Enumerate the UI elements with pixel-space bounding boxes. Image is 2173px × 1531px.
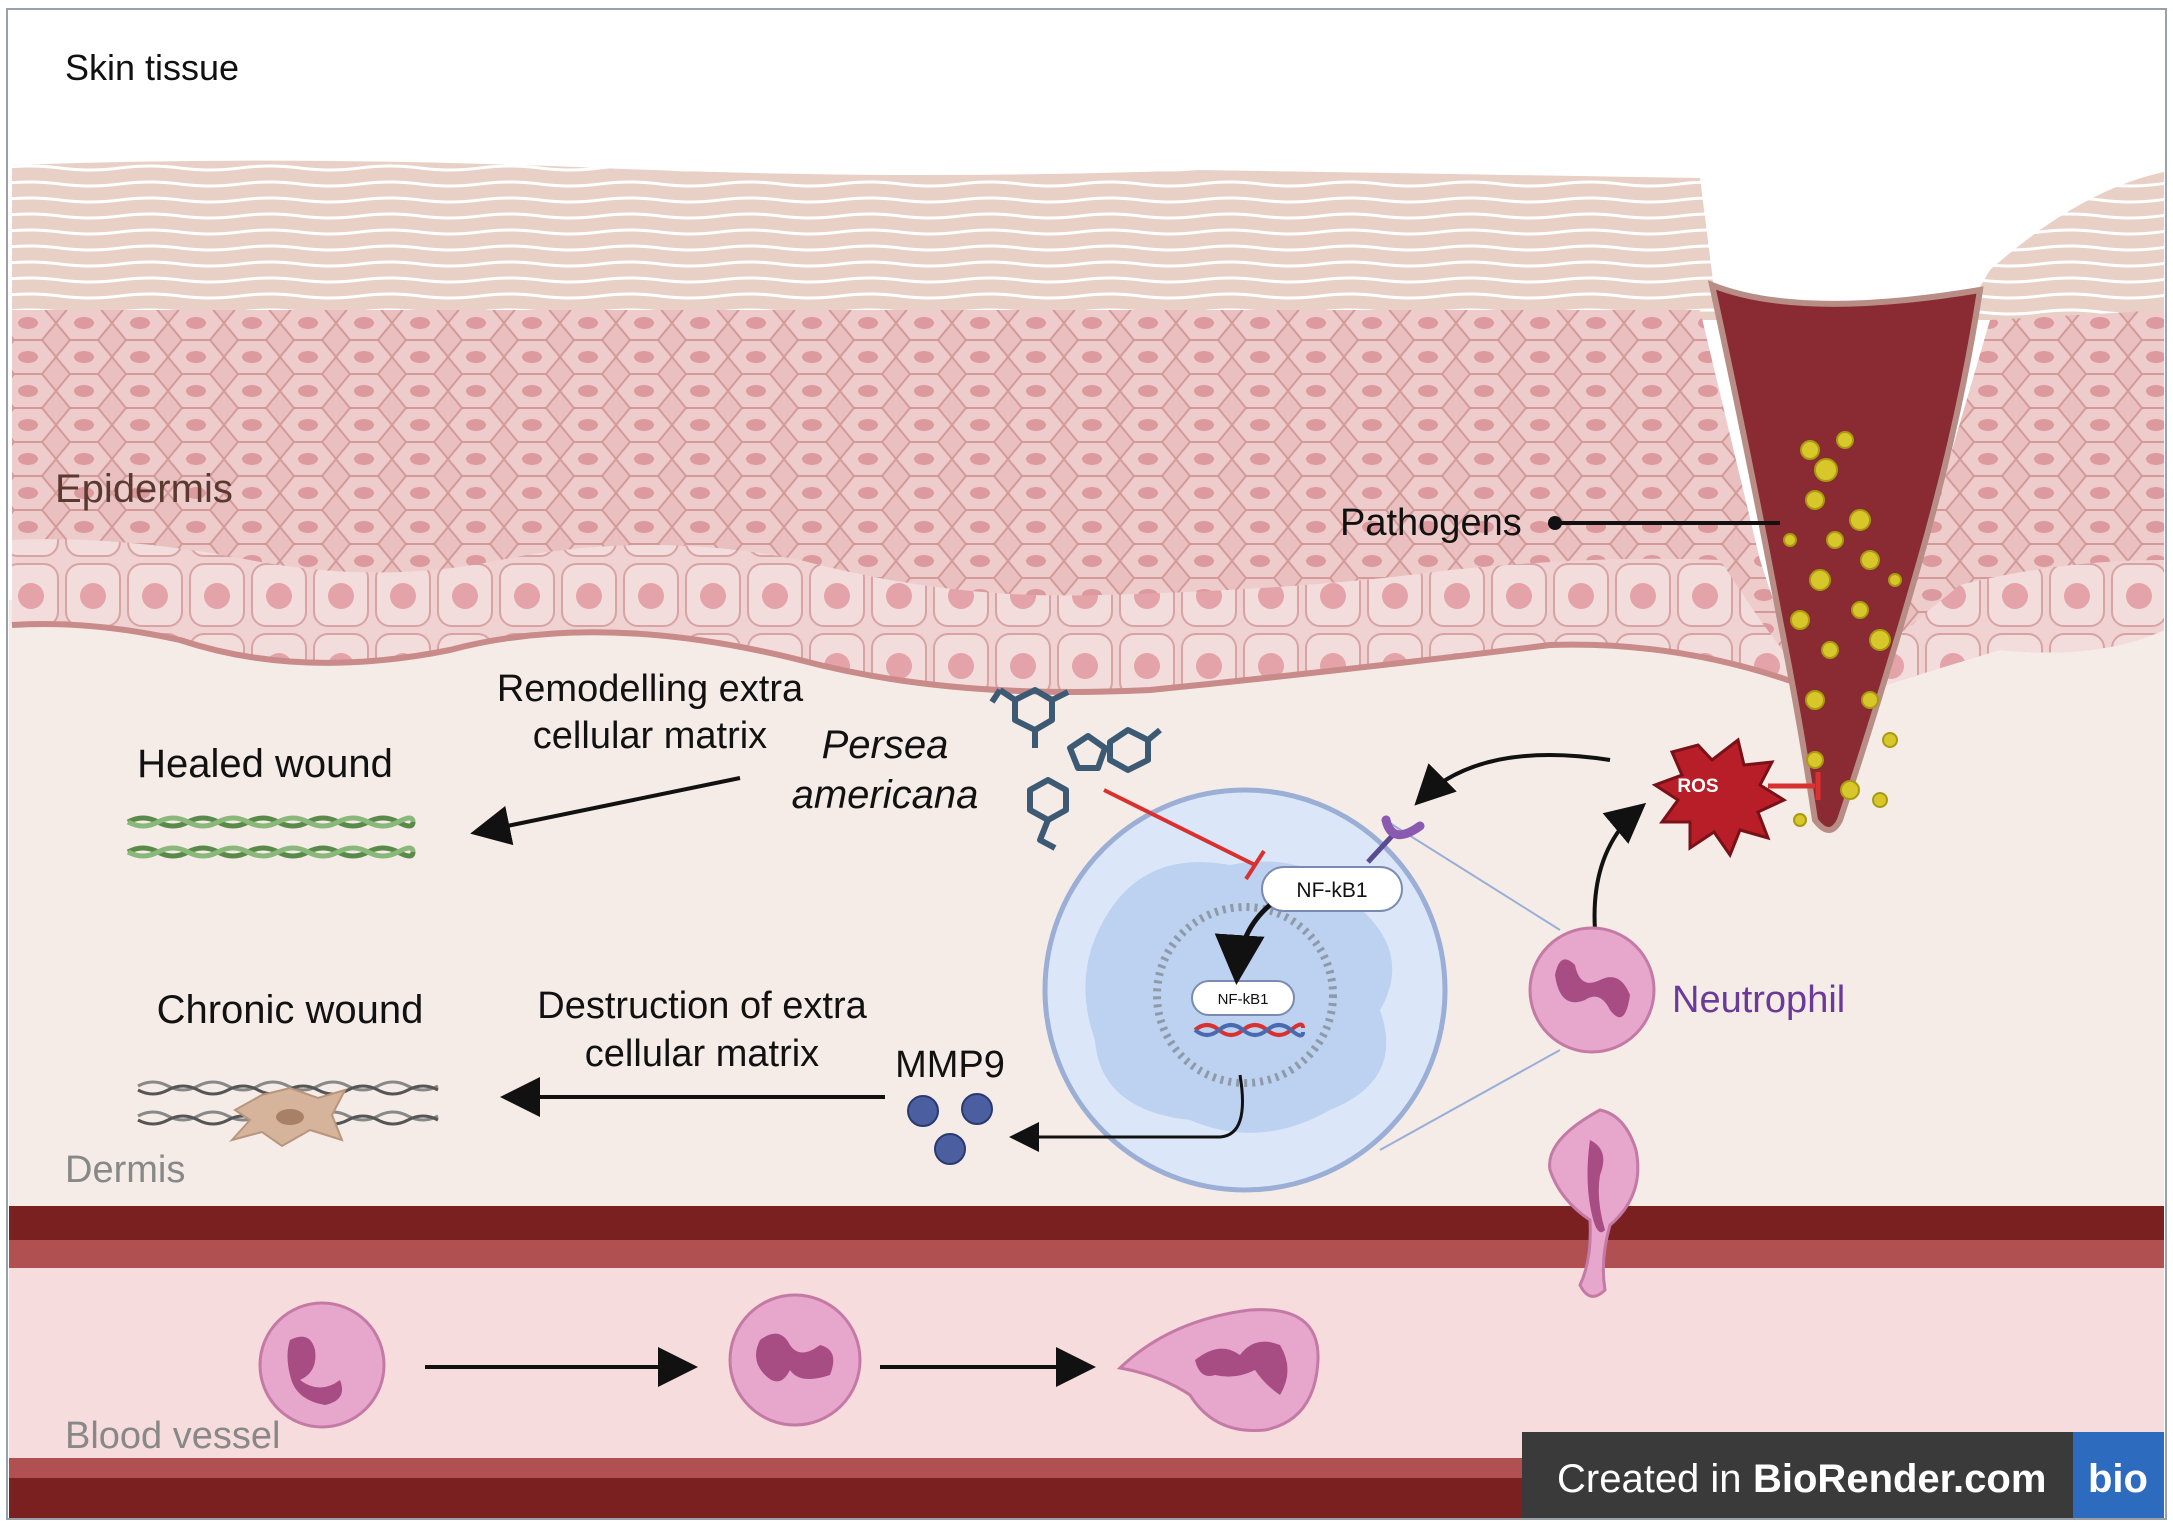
- wound-cleft: [1707, 280, 1984, 833]
- zoom-line-top: [1384, 819, 1561, 931]
- transmigrating-nucleus: [1587, 1140, 1605, 1233]
- ros-label: ROS: [1677, 776, 1718, 797]
- arrow-to-healed-wound: [470, 776, 741, 846]
- healed-collagen-fibers: [126, 815, 416, 859]
- blood-vessel-label: Blood vessel: [65, 1415, 280, 1457]
- receptor-icon: [1381, 815, 1425, 840]
- persea-label-line1: Persea: [822, 723, 949, 767]
- remodelling-label-line1: Remodelling extra: [497, 668, 804, 710]
- pathogens-label: Pathogens: [1340, 502, 1522, 544]
- neutrophil-cell: [1528, 926, 1656, 1054]
- arrow-nfkb1-translocation: [1214, 903, 1272, 985]
- vessel-wall-top-inner: [9, 1240, 2164, 1268]
- vessel-neutrophil-2: [728, 1293, 862, 1427]
- watermark-prefix: Created in: [1557, 1457, 1742, 1501]
- persea-label-line2: americana: [792, 773, 979, 817]
- vessel-wall-top: [9, 1206, 2164, 1240]
- mmp9-label: MMP9: [895, 1044, 1005, 1086]
- destruction-label-line2: cellular matrix: [585, 1033, 819, 1075]
- pathogen-cluster: [1783, 431, 1902, 827]
- stratum-corneum: [12, 160, 1718, 320]
- healed-wound-label: Healed wound: [137, 742, 393, 786]
- persea-inhibition-bar: [1244, 849, 1266, 881]
- epidermis-label: Epidermis: [55, 467, 233, 511]
- compound-molecule-icon: [989, 687, 1162, 851]
- vessel-neutrophil-1: [258, 1301, 386, 1429]
- dermis-label: Dermis: [65, 1149, 185, 1191]
- basal-layer: [12, 539, 2164, 705]
- chronic-wound-label: Chronic wound: [157, 988, 424, 1032]
- nfkb1-outer-box: [1261, 866, 1403, 912]
- vessel-neutrophil-3: [1116, 1308, 1320, 1433]
- ros-burst: [1651, 737, 1788, 859]
- fibroblast-nucleus: [276, 1109, 304, 1125]
- watermark-brand: BioRender.com: [1753, 1457, 2046, 1501]
- arrow-nucleus-to-mmp9: [1009, 1074, 1244, 1152]
- biorender-watermark: Created in BioRender.com bio: [1522, 1432, 2164, 1518]
- biorender-logo: bio: [2088, 1457, 2148, 1501]
- arrow-neutrophil-to-ros: [1592, 802, 1647, 931]
- receptor-stem: [1366, 834, 1394, 864]
- basement-membrane: [11, 621, 1842, 703]
- neutrophil-label: Neutrophil: [1672, 979, 1845, 1021]
- stratum-corneum-right: [1960, 172, 2164, 320]
- remodelling-label-line2: cellular matrix: [533, 715, 767, 757]
- destruction-label-line1: Destruction of extra: [537, 985, 867, 1027]
- zoom-line-bottom: [1379, 1049, 1561, 1151]
- arrow-ros-to-receptor: [1414, 753, 1611, 806]
- page-title: Skin tissue: [65, 47, 239, 88]
- nfkb1-inner-label: NF-kB1: [1218, 991, 1269, 1008]
- persea-inhibition-line: [1103, 788, 1256, 867]
- dna-icon: [1193, 1022, 1305, 1038]
- mmp9-molecules: [907, 1093, 993, 1165]
- nfkb1-outer-label: NF-kB1: [1296, 879, 1367, 902]
